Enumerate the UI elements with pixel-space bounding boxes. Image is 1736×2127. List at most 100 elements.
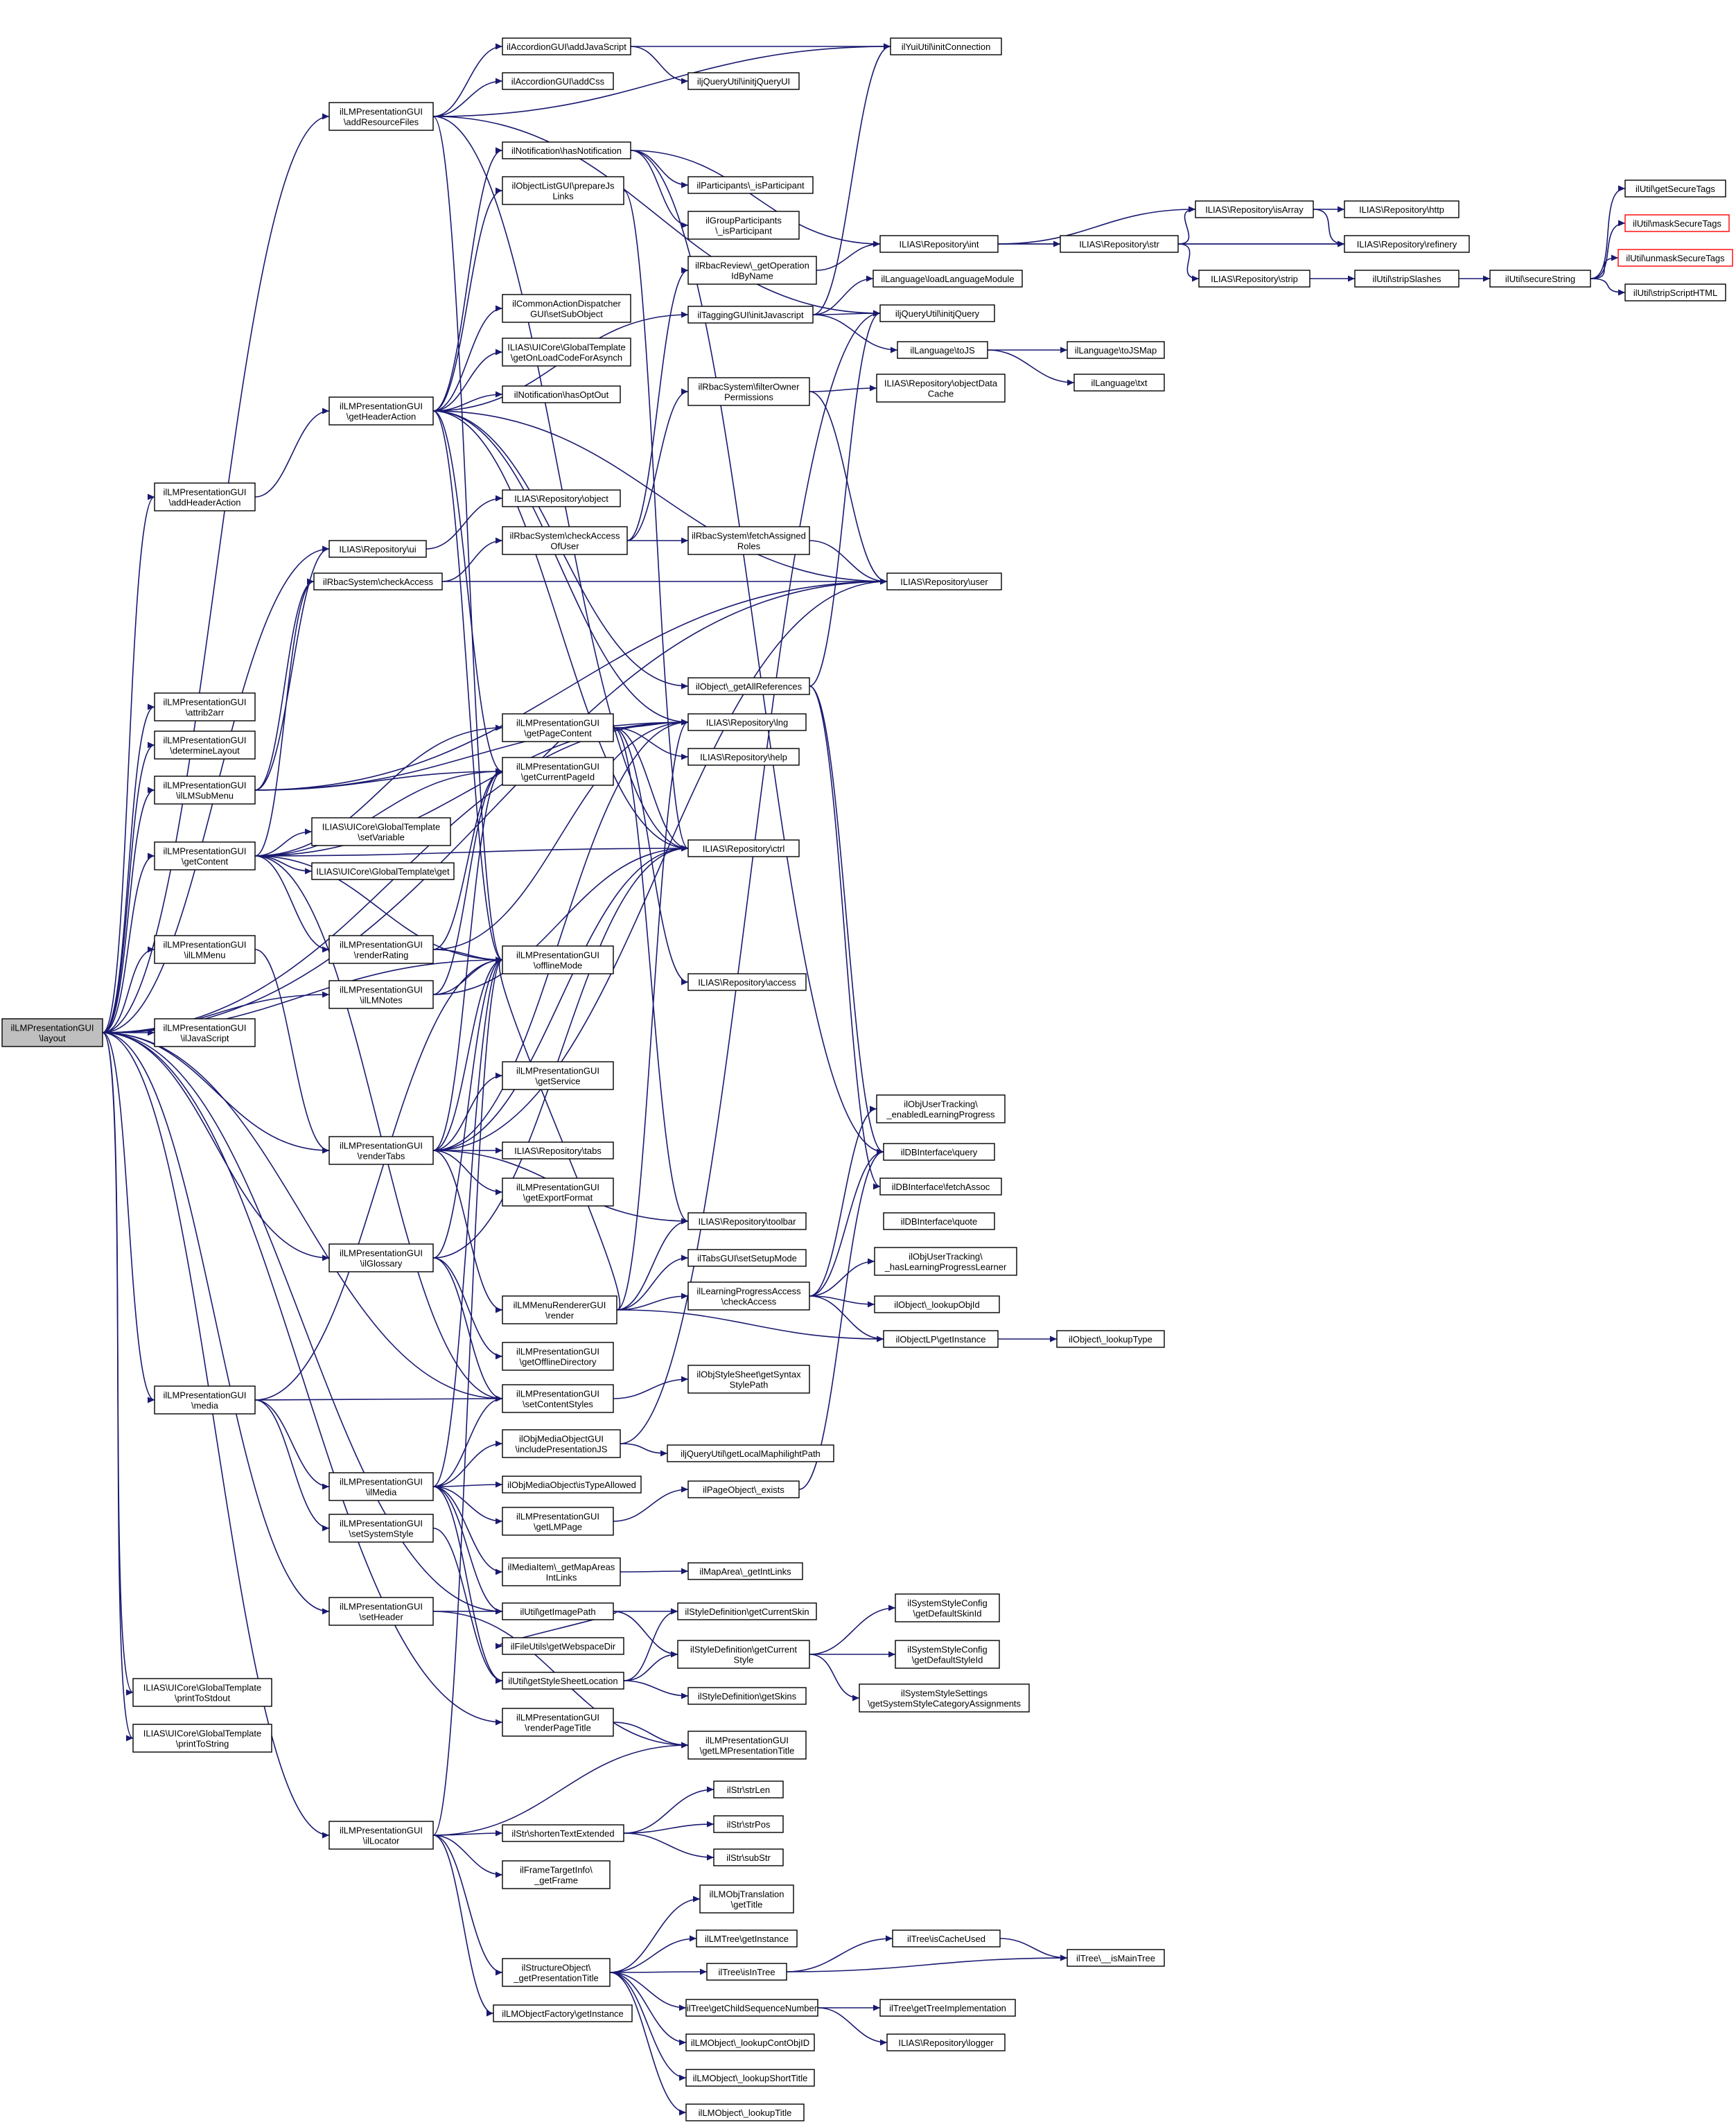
node-unmask-secure-tags[interactable]: ilUtil\unmaskSecureTags	[1617, 249, 1733, 267]
node-lookup-short-title[interactable]: ilLMObject\_lookupShortTitle	[685, 2069, 815, 2087]
node-sub-str[interactable]: ilStr\subStr	[713, 1848, 784, 1866]
node-initj-query-ui[interactable]: iljQueryUtil\initjQueryUI	[687, 72, 800, 90]
node-db-quote[interactable]: ilDBInterface\quote	[883, 1212, 995, 1230]
node-has-lplearner[interactable]: ilObjUserTracking\_hasLearningProgressLe…	[874, 1247, 1017, 1276]
node-repo-toolbar[interactable]: ILIAS\Repository\toolbar	[687, 1212, 807, 1230]
node-get-skins[interactable]: ilStyleDefinition\getSkins	[687, 1687, 807, 1705]
node-add-resource-files[interactable]: ilLMPresentationGUI\addResourceFiles	[328, 102, 434, 131]
node-render-page-title[interactable]: ilLMPresentationGUI\renderPageTitle	[502, 1708, 614, 1737]
node-repo-ui[interactable]: ILIAS\Repository\ui	[328, 540, 427, 558]
node-db-query[interactable]: ilDBInterface\query	[883, 1143, 995, 1161]
node-lookup-cont-obj-id[interactable]: ilLMObject\_lookupContObjID	[685, 2033, 815, 2051]
node-init-connection[interactable]: ilYuiUtil\initConnection	[890, 37, 1002, 55]
node-mask-secure-tags[interactable]: ilUtil\maskSecureTags	[1624, 214, 1730, 232]
node-get-system-style-category-assignments[interactable]: ilSystemStyleSettings\getSystemStyleCate…	[859, 1683, 1030, 1713]
node-layout[interactable]: ilLMPresentationGUI\layout	[1, 1018, 103, 1047]
node-il-locator[interactable]: ilLMPresentationGUI\ilLocator	[328, 1821, 434, 1850]
node-get-current-skin[interactable]: ilStyleDefinition\getCurrentSkin	[677, 1602, 817, 1620]
node-enabled-lp[interactable]: ilObjUserTracking\_enabledLearningProgre…	[876, 1094, 1006, 1123]
node-repo-refinery[interactable]: ILIAS\Repository\refinery	[1344, 235, 1470, 253]
node-print-to-stdout[interactable]: ILIAS\UICore\GlobalTemplate\printToStdou…	[132, 1678, 272, 1707]
node-get-default-style-id[interactable]: ilSystemStyleConfig\getDefaultStyleId	[895, 1640, 1000, 1669]
node-has-notification[interactable]: ilNotification\hasNotification	[502, 141, 631, 159]
node-media[interactable]: ilLMPresentationGUI\media	[154, 1385, 256, 1415]
node-lm-obj-factory[interactable]: ilLMObjectFactory\getInstance	[493, 2004, 633, 2022]
node-render-tabs[interactable]: ilLMPresentationGUI\renderTabs	[328, 1136, 434, 1165]
node-set-content-styles[interactable]: ilLMPresentationGUI\setContentStyles	[502, 1384, 614, 1413]
node-offline-mode[interactable]: ilLMPresentationGUI\offlineMode	[502, 945, 614, 974]
node-set-system-style[interactable]: ilLMPresentationGUI\setSystemStyle	[328, 1514, 434, 1543]
node-main-tree[interactable]: ilTree\__isMainTree	[1067, 1949, 1165, 1967]
node-db-fetch-assoc[interactable]: ilDBInterface\fetchAssoc	[879, 1178, 1002, 1196]
node-get-offline-directory[interactable]: ilLMPresentationGUI\getOfflineDirectory	[502, 1342, 614, 1371]
node-set-setup-mode[interactable]: ilTabsGUI\setSetupMode	[687, 1249, 807, 1267]
node-strip-slashes[interactable]: ilUtil\stripSlashes	[1354, 270, 1459, 288]
node-secure-string[interactable]: ilUtil\secureString	[1489, 270, 1591, 288]
node-strip-script-html[interactable]: ilUtil\stripScriptHTML	[1624, 283, 1726, 301]
node-lang-txt[interactable]: ilLanguage\txt	[1073, 374, 1165, 392]
node-repo-strip[interactable]: ILIAS\Repository\strip	[1198, 270, 1310, 288]
node-get-frame[interactable]: ilFrameTargetInfo\_getFrame	[502, 1860, 611, 1889]
node-menu-render[interactable]: ilLMMenuRendererGUI\render	[502, 1295, 617, 1324]
node-get-export-format[interactable]: ilLMPresentationGUI\getExportFormat	[502, 1178, 614, 1207]
node-repo-logger[interactable]: ILIAS\Repository\logger	[886, 2033, 1006, 2051]
node-set-variable[interactable]: ILIAS\UICore\GlobalTemplate\setVariable	[311, 817, 451, 846]
node-gt-get[interactable]: ILIAS\UICore\GlobalTemplate\get	[311, 862, 455, 880]
node-get-lmpage[interactable]: ilLMPresentationGUI\getLMPage	[502, 1507, 614, 1536]
node-repo-str[interactable]: ILIAS\Repository\str	[1060, 235, 1179, 253]
node-get-secure-tags[interactable]: ilUtil\getSecureTags	[1624, 180, 1726, 198]
node-is-in-tree[interactable]: ilTree\isInTree	[706, 1963, 787, 1981]
node-initj-query[interactable]: iljQueryUtil\initjQuery	[879, 304, 995, 322]
node-get-page-content[interactable]: ilLMPresentationGUI\getPageContent	[502, 713, 614, 742]
node-page-exists[interactable]: ilPageObject\_exists	[687, 1480, 800, 1498]
node-get-lmpresentation-title[interactable]: ilLMPresentationGUI\getLMPresentationTit…	[687, 1731, 807, 1760]
node-get-presentation-title[interactable]: ilStructureObject\_getPresentationTitle	[502, 1958, 611, 1987]
node-repo-help[interactable]: ILIAS\Repository\help	[687, 748, 800, 766]
node-il-glossary[interactable]: ilLMPresentationGUI\ilGlossary	[328, 1243, 434, 1272]
node-is-array[interactable]: ILIAS\Repository\isArray	[1195, 200, 1314, 218]
node-get-local-maphilight-path[interactable]: iljQueryUtil\getLocalMaphilightPath	[667, 1444, 834, 1462]
node-to-js[interactable]: ilLanguage\toJS	[897, 341, 988, 359]
node-add-java-script[interactable]: ilAccordionGUI\addJavaScript	[502, 37, 631, 55]
node-lm-obj-trans-get-title[interactable]: ilLMObjTranslation\getTitle	[699, 1884, 794, 1914]
node-get-tree-implementation[interactable]: ilTree\getTreeImplementation	[879, 1999, 1016, 2017]
node-participant[interactable]: ilParticipants\_isParticipant	[687, 176, 814, 194]
node-is-cache-used[interactable]: ilTree\isCacheUsed	[892, 1929, 1001, 1947]
node-include-presentation-js[interactable]: ilObjMediaObjectGUI\includePresentationJ…	[502, 1429, 621, 1458]
node-get-on-load-code[interactable]: ILIAS\UICore\GlobalTemplate\getOnLoadCod…	[502, 338, 631, 367]
node-repo-ctrl[interactable]: ILIAS\Repository\ctrl	[687, 839, 800, 857]
node-determine-layout[interactable]: ilLMPresentationGUI\determineLayout	[154, 730, 256, 760]
node-shorten-text-extended[interactable]: ilStr\shortenTextExtended	[502, 1824, 624, 1842]
node-get-current-page-id[interactable]: ilLMPresentationGUI\getCurrentPageId	[502, 757, 614, 786]
node-get-child-sequence-number[interactable]: ilTree\getChildSequenceNumber	[685, 1999, 818, 2017]
node-il-lmnotes[interactable]: ilLMPresentationGUI\ilLMNotes	[328, 980, 434, 1009]
node-get-default-skin-id[interactable]: ilSystemStyleConfig\getDefaultSkinId	[895, 1593, 1000, 1622]
node-repo-tabs[interactable]: ILIAS\Repository\tabs	[502, 1141, 614, 1159]
node-str-len[interactable]: ilStr\strLen	[713, 1780, 784, 1798]
node-group-participant[interactable]: ilGroupParticipants\_isParticipant	[687, 211, 800, 240]
node-repo-lng[interactable]: ILIAS\Repository\lng	[687, 713, 807, 731]
node-lookup-type[interactable]: ilObject\_lookupType	[1056, 1330, 1165, 1348]
node-repo-access[interactable]: ILIAS\Repository\access	[687, 973, 807, 991]
node-lookup-obj-id[interactable]: ilObject\_lookupObjId	[874, 1295, 1000, 1313]
node-repo-http[interactable]: ILIAS\Repository\http	[1344, 200, 1459, 218]
node-check-access[interactable]: ilRbacSystem\checkAccess	[313, 572, 443, 590]
node-init-javascript[interactable]: ilTaggingGUI\initJavascript	[687, 306, 814, 324]
node-il-java-script[interactable]: ilLMPresentationGUI\ilJavaScript	[154, 1018, 256, 1047]
node-lp-check-access[interactable]: ilLearningProgressAccess\checkAccess	[687, 1281, 810, 1311]
node-get-image-path[interactable]: ilUtil\getImagePath	[502, 1602, 614, 1620]
node-attrib2arr[interactable]: ilLMPresentationGUI\attrib2arr	[154, 692, 256, 721]
node-il-media[interactable]: ilLMPresentationGUI\ilMedia	[328, 1472, 434, 1501]
node-get-header-action[interactable]: ilLMPresentationGUI\getHeaderAction	[328, 396, 434, 426]
node-get-int-links[interactable]: ilMapArea\_getIntLinks	[687, 1562, 803, 1580]
node-print-to-string[interactable]: ILIAS\UICore\GlobalTemplate\printToStrin…	[132, 1724, 272, 1753]
